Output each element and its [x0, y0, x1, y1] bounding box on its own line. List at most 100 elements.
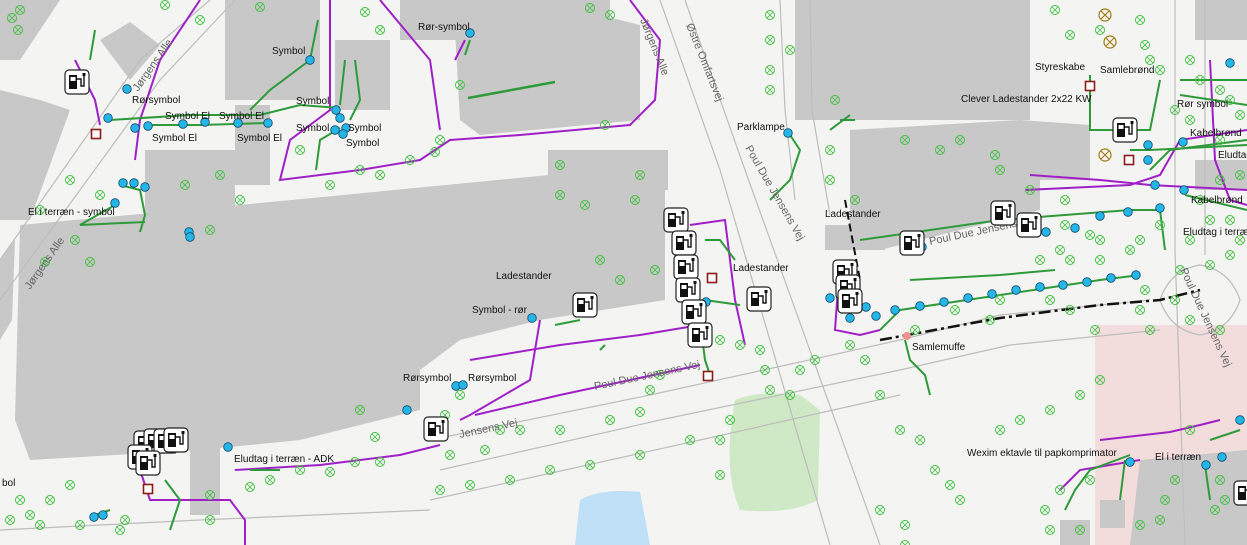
ev-charger-icon[interactable] [687, 322, 713, 348]
cable-node-icon[interactable] [1123, 207, 1133, 217]
cable-node-icon[interactable] [103, 113, 113, 123]
cable-node-icon[interactable] [331, 105, 341, 115]
cable-node-icon[interactable] [118, 178, 128, 188]
cable-node-icon[interactable] [223, 442, 233, 452]
utility-box-icon[interactable] [706, 272, 718, 284]
cable-node-icon[interactable] [1011, 285, 1021, 295]
ev-charger-icon[interactable] [681, 299, 707, 325]
cable-node-icon[interactable] [871, 311, 881, 321]
cable-node-icon[interactable] [143, 121, 153, 131]
cable-node-icon[interactable] [1041, 227, 1051, 237]
cable-node-icon[interactable] [1201, 460, 1211, 470]
cable-node-icon[interactable] [263, 118, 273, 128]
cable-node-icon[interactable] [200, 117, 210, 127]
purple-line [454, 39, 466, 61]
cable-nodes[interactable] [89, 28, 1245, 522]
cable-node-icon[interactable] [527, 313, 537, 323]
cable-node-icon[interactable] [861, 302, 871, 312]
ev-charger-icon[interactable] [663, 207, 689, 233]
cable-node-icon[interactable] [1125, 457, 1135, 467]
cable-node-icon[interactable] [1143, 155, 1153, 165]
cable-node-icon[interactable] [915, 301, 925, 311]
tree-icon [1050, 5, 1060, 15]
utility-boxes[interactable] [90, 80, 1135, 495]
cable-node-icon[interactable] [1235, 415, 1245, 425]
ev-chargers[interactable] [64, 69, 1247, 506]
cable-node-icon[interactable] [122, 84, 132, 94]
ev-charger-icon[interactable] [1233, 480, 1247, 506]
cable-node-icon[interactable] [1131, 270, 1141, 280]
cable-node-icon[interactable] [963, 293, 973, 303]
splice-point-icon[interactable] [903, 332, 911, 340]
cable-node-icon[interactable] [1070, 223, 1080, 233]
cable-node-icon[interactable] [140, 182, 150, 192]
map-label: Symbol [296, 96, 329, 107]
cable-node-icon[interactable] [1106, 273, 1116, 283]
cable-node-icon[interactable] [233, 118, 243, 128]
purple-line [474, 364, 701, 416]
cable-node-icon[interactable] [98, 510, 108, 520]
cable-node-icon[interactable] [338, 129, 348, 139]
cable-node-icon[interactable] [89, 512, 99, 522]
cable-node-icon[interactable] [1178, 137, 1188, 147]
cable-node-icon[interactable] [1217, 452, 1227, 462]
cable-node-icon[interactable] [1143, 140, 1153, 150]
map-label: Symbol El [237, 133, 282, 144]
cable-node-icon[interactable] [335, 113, 345, 123]
ev-charger-icon[interactable] [1016, 212, 1042, 238]
ev-charger-icon[interactable] [572, 292, 598, 318]
utility-box-icon[interactable] [702, 370, 714, 382]
cable-node-icon[interactable] [402, 405, 412, 415]
cable-node-icon[interactable] [1082, 277, 1092, 287]
cable-node-icon[interactable] [305, 55, 315, 65]
cable-node-icon[interactable] [458, 380, 468, 390]
cable-node-icon[interactable] [1155, 203, 1165, 213]
utility-box-icon[interactable] [1123, 154, 1135, 166]
utility-box-icon[interactable] [1084, 80, 1096, 92]
cable-node-icon[interactable] [1095, 211, 1105, 221]
tree-icon [35, 205, 45, 215]
tree-icon [25, 510, 35, 520]
cable-node-icon[interactable] [1225, 58, 1235, 68]
ev-charger-icon[interactable] [423, 416, 449, 442]
cable-node-icon[interactable] [178, 119, 188, 129]
cable-node-icon[interactable] [825, 293, 835, 303]
ev-charger-icon[interactable] [673, 254, 699, 280]
ev-charger-icon[interactable] [837, 288, 863, 314]
cable-node-icon[interactable] [1035, 282, 1045, 292]
cable-node-icon[interactable] [987, 289, 997, 299]
cable-node-icon[interactable] [783, 128, 793, 138]
cable-node-icon[interactable] [130, 123, 140, 133]
cable-node-icon[interactable] [465, 28, 475, 38]
tree-icon [1075, 390, 1085, 400]
ev-charger-icon[interactable] [990, 200, 1016, 226]
cable-node-icon[interactable] [939, 297, 949, 307]
tree-icon [735, 340, 745, 350]
tree-icon [810, 355, 820, 365]
ev-charger-icon[interactable] [671, 230, 697, 256]
tree-icon [1235, 170, 1245, 180]
cable-node-icon[interactable] [1058, 280, 1068, 290]
cable-node-icon[interactable] [845, 313, 855, 323]
utility-box-icon[interactable] [90, 128, 102, 140]
ev-charger-icon[interactable] [899, 230, 925, 256]
ev-charger-icon[interactable] [675, 277, 701, 303]
map-label: Ladestander [825, 209, 881, 220]
cable-node-icon[interactable] [1150, 180, 1160, 190]
cable-node-icon[interactable] [110, 198, 120, 208]
utility-box-icon[interactable] [142, 483, 154, 495]
cable-node-icon[interactable] [185, 232, 195, 242]
cable-node-icon[interactable] [129, 178, 139, 188]
ev-charger-icon[interactable] [746, 286, 772, 312]
cable-node-icon[interactable] [1179, 185, 1189, 195]
ev-charger-icon[interactable] [135, 450, 161, 476]
cable-node-icon[interactable] [330, 125, 340, 135]
tree-icon [630, 195, 640, 205]
green-line [119, 184, 147, 233]
ev-charger-icon[interactable] [1112, 117, 1138, 143]
cable-node-icon[interactable] [890, 305, 900, 315]
ev-charger-icon[interactable] [163, 427, 189, 453]
ev-charger-icon[interactable] [64, 69, 90, 95]
